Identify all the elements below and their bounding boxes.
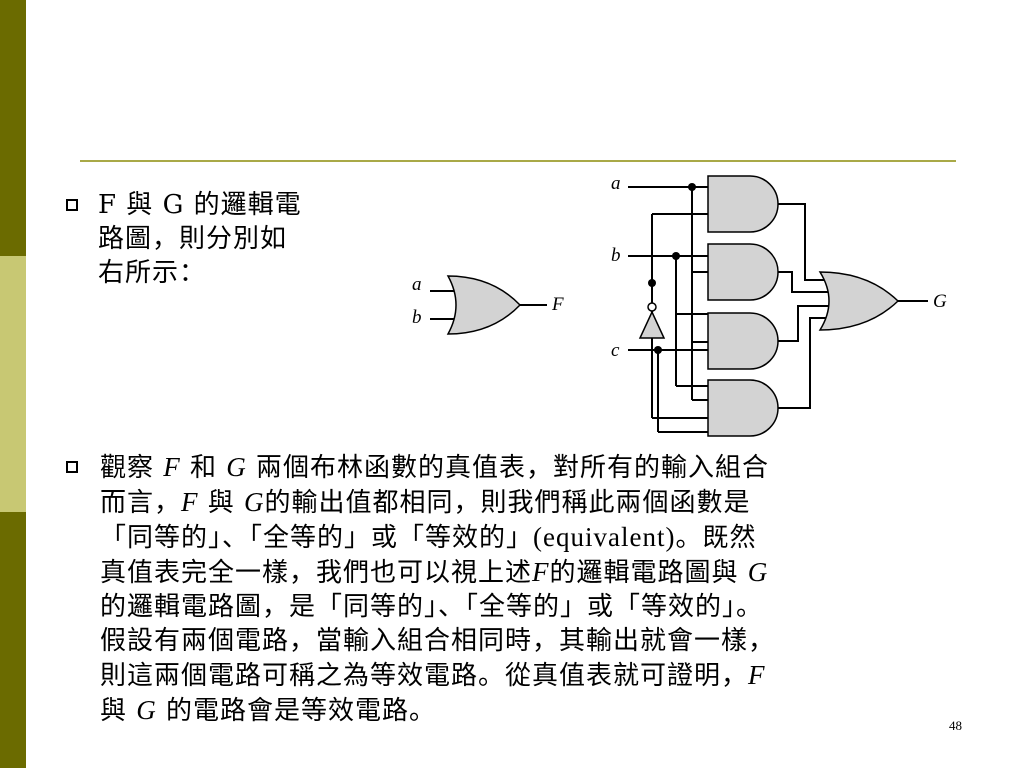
accent-bar-bottom: [0, 512, 26, 768]
circuit-g-label-out: G: [933, 291, 947, 312]
para-line: 觀察 F 和 G 兩個布林函數的真值表，對所有的輸入組合: [100, 450, 775, 485]
bullet-square-icon: [66, 461, 78, 473]
circuit-g-diagram: a b c G: [611, 173, 947, 437]
text-span: 和: [180, 453, 227, 483]
or-gate-g: [818, 271, 900, 331]
or-gate-f: [446, 275, 522, 335]
circuit-f-label-out: F: [551, 294, 564, 315]
var-f: F: [181, 487, 199, 517]
para-line: 與 G 的電路會是等效電路。: [100, 693, 775, 728]
circuit-g-label-b: b: [611, 245, 621, 266]
inverter-bubble: [647, 302, 657, 312]
var-g: G: [747, 557, 769, 587]
bullet2-paragraph: 觀察 F 和 G 兩個布林函數的真值表，對所有的輸入組合 而言，F 與 G的輸出…: [100, 450, 775, 728]
bullet-square-icon: [66, 199, 78, 211]
para-line: 的邏輯電路圖，是「同等的」、「全等的」或「等效的」。: [100, 592, 764, 622]
var-g: G: [136, 695, 157, 725]
inverter-gate: [638, 310, 666, 339]
accent-bar-top: [0, 0, 26, 256]
var-f: F: [163, 452, 181, 482]
bullet1-text: F 與 G 的邏輯電 路圖，則分別如 右所示：: [98, 188, 302, 290]
text-span: 而言，: [100, 488, 182, 518]
para-line: 「同等的」、「全等的」或「等效的」(equivalent)。既然: [100, 520, 775, 555]
text-span: 與: [198, 488, 245, 518]
bullet1-line: 路圖，則分別如: [98, 224, 288, 254]
para-line: 真值表完全一樣，我們也可以視上述F的邏輯電路圖與 G: [100, 555, 775, 590]
and-gate-2: [707, 243, 779, 301]
and-gate-4: [707, 379, 779, 437]
text-span: 「同等的」、「全等的」或「等效的」: [100, 523, 534, 553]
text-span: 與: [100, 696, 137, 726]
var-g: G: [226, 452, 247, 482]
text-span: (equivalent): [533, 522, 676, 552]
title-divider: [80, 160, 956, 162]
var-g: G: [244, 487, 265, 517]
circuit-f-label-a: a: [412, 274, 422, 295]
var-f: F: [532, 557, 550, 587]
page-number: 48: [949, 718, 962, 733]
circuit-g-label-a: a: [611, 173, 621, 194]
text-span: 的邏輯電路圖與: [549, 558, 748, 588]
and-gate-1: [707, 175, 779, 233]
text-span: 的電路會是等效電路。: [156, 696, 437, 726]
var-f: F: [748, 660, 766, 690]
para-line: 假設有兩個電路，當輸入組合相同時，其輸出就會一樣，: [100, 626, 776, 656]
para-line: 則這兩個電路可稱之為等效電路。從真值表就可證明，F: [100, 658, 775, 693]
para-line: 而言，F 與 G的輸出值都相同，則我們稱此兩個函數是: [100, 485, 775, 520]
and-gate-3: [707, 312, 779, 370]
text-span: 觀察: [100, 453, 164, 483]
text-span: 真值表完全一樣，我們也可以視上述: [100, 558, 533, 588]
text-span: 。既然: [675, 523, 757, 553]
circuit-f-diagram: a b F: [412, 274, 564, 335]
bullet1-line: 右所示：: [98, 258, 207, 288]
circuit-g-label-c: c: [611, 340, 620, 361]
bullet1-line: F 與 G 的邏輯電: [98, 190, 302, 220]
accent-bar-mid: [0, 256, 26, 512]
text-span: 則這兩個電路可稱之為等效電路。從真值表就可證明，: [100, 661, 749, 691]
text-span: 兩個布林函數的真值表，對所有的輸入組合: [246, 453, 770, 483]
text-span: 的輸出值都相同，則我們稱此兩個函數是: [264, 488, 751, 518]
circuit-f-label-b: b: [412, 307, 422, 328]
